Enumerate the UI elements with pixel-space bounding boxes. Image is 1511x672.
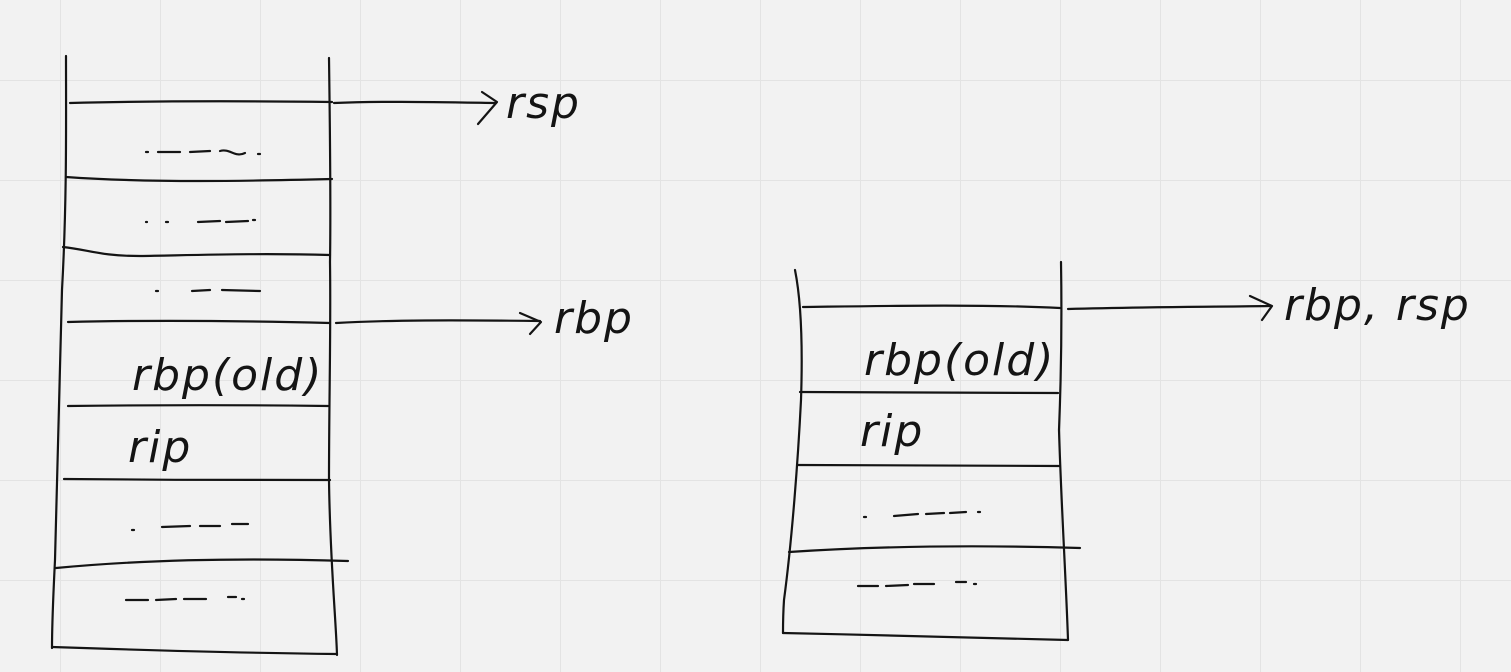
right-divider-3 xyxy=(795,463,1062,468)
right-placeholder-3 xyxy=(862,510,982,519)
left-divider-3 xyxy=(61,245,332,258)
rsp-arrow xyxy=(332,100,497,105)
left-rbp-pointer: rbp xyxy=(334,293,634,344)
left-divider-1 xyxy=(68,100,334,105)
rsp-pointer-label: rsp xyxy=(506,78,581,129)
left-stack: rbp(old) rip rsp rbp xyxy=(50,54,634,657)
left-divider-7 xyxy=(54,558,350,570)
left-divider-5 xyxy=(66,404,330,408)
left-placeholder-7 xyxy=(124,595,246,602)
right-stack: rbp(old) rip rbp, rsp xyxy=(781,260,1471,642)
rbp-arrow-head xyxy=(518,311,543,336)
left-divider-2 xyxy=(64,175,334,183)
right-divider-1 xyxy=(801,304,1062,310)
left-rsp-pointer: rsp xyxy=(332,78,581,129)
left-stack-bottom xyxy=(50,645,339,656)
right-stack-left-wall xyxy=(781,268,803,635)
left-stack-right-wall xyxy=(327,56,339,657)
left-divider-4 xyxy=(66,319,332,325)
left-slot-label-rbp-old: rbp(old) xyxy=(132,350,323,401)
right-stack-bottom xyxy=(781,631,1070,642)
right-divider-4 xyxy=(787,545,1082,554)
rbp-rsp-arrow xyxy=(1066,304,1272,311)
right-stack-right-wall xyxy=(1057,260,1070,642)
right-slot-label-rip: rip xyxy=(860,406,924,457)
rbp-pointer-label: rbp xyxy=(554,293,634,344)
rsp-arrow-head xyxy=(476,90,499,126)
left-placeholder-3 xyxy=(154,288,262,293)
left-divider-6 xyxy=(62,477,332,482)
right-slot-label-rbp-old: rbp(old) xyxy=(864,335,1055,386)
right-placeholder-4 xyxy=(856,580,978,588)
left-placeholder-6 xyxy=(130,522,250,532)
right-divider-2 xyxy=(798,390,1060,395)
left-placeholder-1 xyxy=(144,149,262,156)
rbp-arrow xyxy=(334,319,542,325)
right-rbp-rsp-pointer: rbp, rsp xyxy=(1066,280,1471,331)
left-placeholder-2 xyxy=(144,218,257,224)
left-stack-left-wall xyxy=(50,54,68,650)
left-slot-label-rip: rip xyxy=(128,422,192,473)
rbp-rsp-arrow-head xyxy=(1248,294,1274,322)
rbp-rsp-pointer-label: rbp, rsp xyxy=(1284,280,1471,331)
